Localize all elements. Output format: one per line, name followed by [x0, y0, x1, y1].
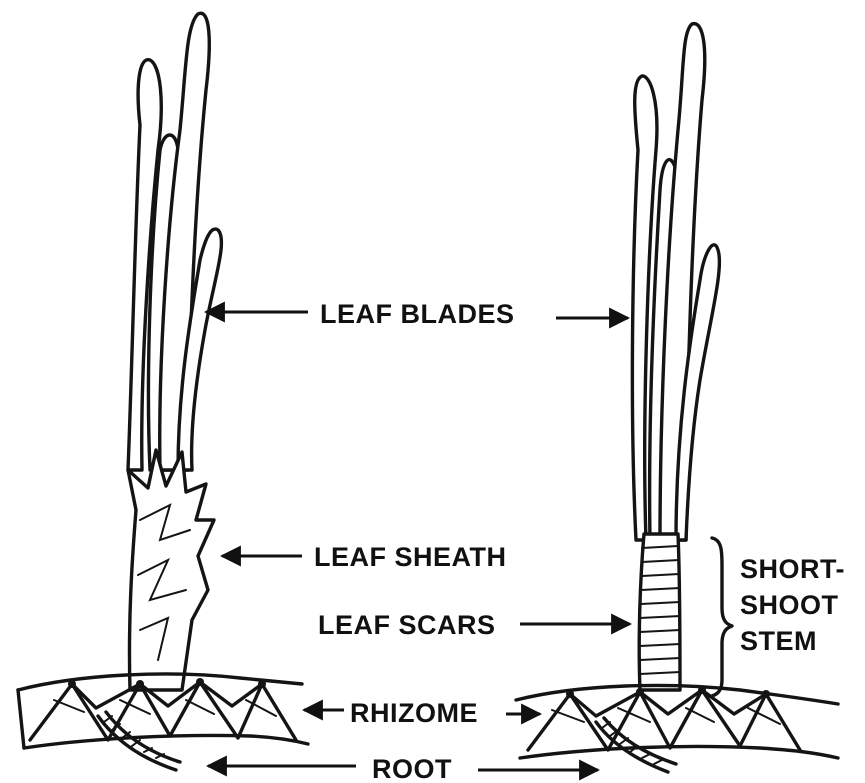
label-leaf-scars: LEAF SCARS	[318, 610, 496, 640]
label-leaf-sheath: LEAF SHEATH	[314, 542, 507, 572]
right-short-shoot-stem	[639, 534, 680, 690]
right-rhizome	[516, 685, 838, 758]
left-plant	[18, 13, 308, 770]
label-short-shoot-stem-line3: STEM	[740, 626, 817, 656]
right-root	[596, 718, 676, 772]
right-leaf-blades	[632, 24, 719, 540]
label-leaf-blades: LEAF BLADES	[320, 299, 515, 329]
label-rhizome: RHIZOME	[350, 698, 478, 728]
short-shoot-stem-bracket	[712, 538, 732, 696]
left-leaf-blades	[128, 13, 221, 470]
left-root	[98, 712, 180, 770]
label-short-shoot-stem-line1: SHORT-	[740, 554, 845, 584]
right-plant	[516, 24, 838, 772]
label-root: ROOT	[372, 754, 452, 783]
label-short-shoot-stem-line2: SHOOT	[740, 590, 839, 620]
left-leaf-sheath	[128, 450, 214, 690]
